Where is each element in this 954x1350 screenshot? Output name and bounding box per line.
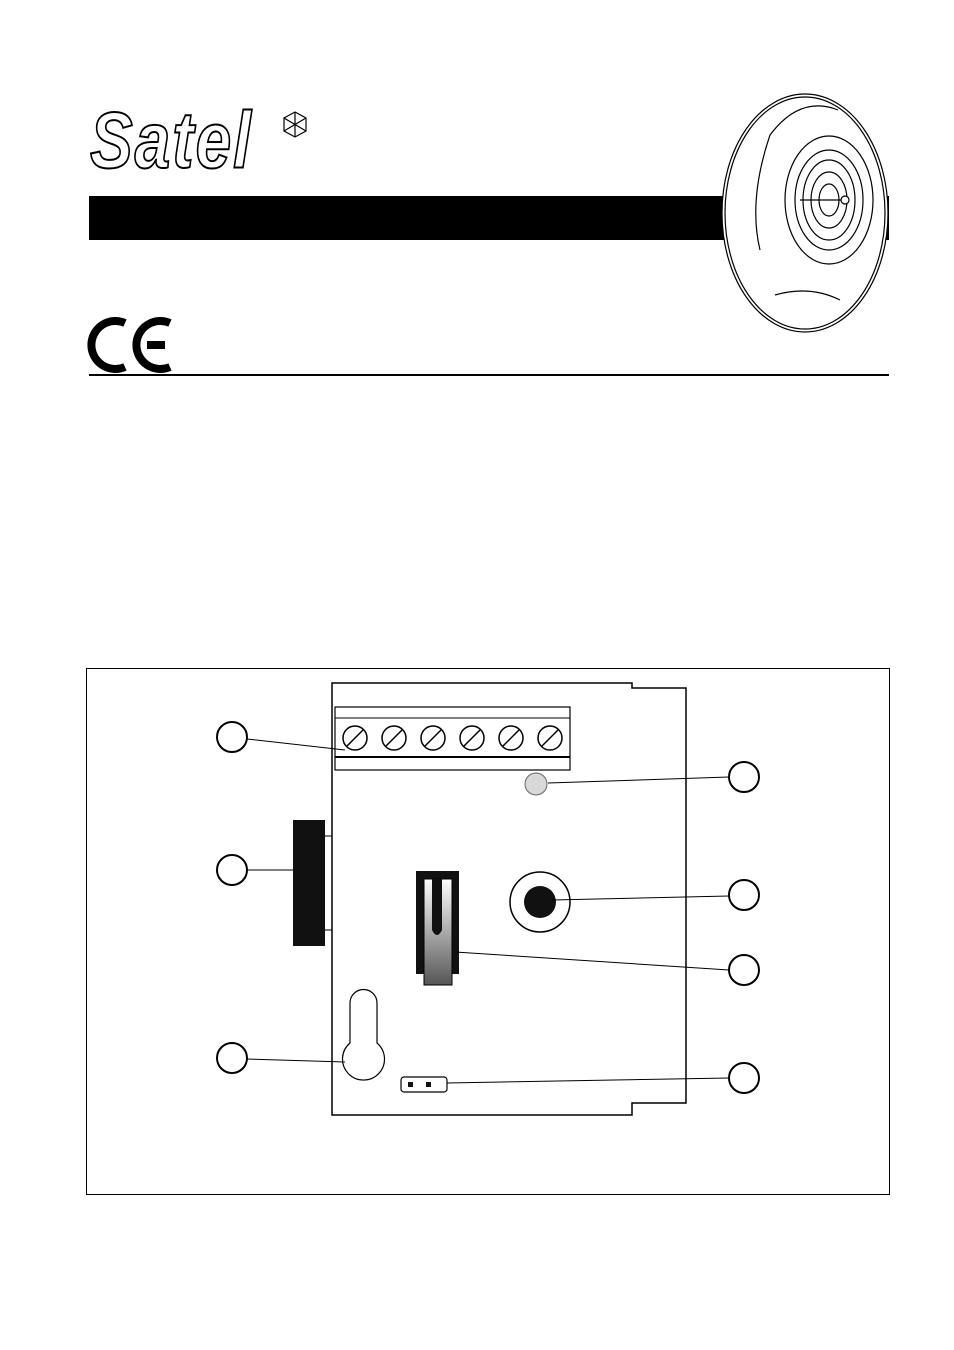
diagram-frame (86, 668, 890, 1195)
jumper (400, 1076, 448, 1093)
callout-circles (216, 721, 760, 1094)
screw-icon (420, 725, 446, 751)
side-connector (293, 820, 325, 946)
terminal-screws (342, 725, 563, 751)
mounting-keyhole (341, 988, 386, 1081)
detector-illustration (721, 93, 889, 333)
terminal-block (334, 706, 571, 771)
logo-wordmark: Satel (90, 96, 253, 185)
circuit-board-diagram (216, 682, 760, 1116)
callout-circle (216, 854, 248, 886)
screw-icon (381, 725, 407, 751)
callout-circle (728, 761, 760, 793)
screw-icon (342, 725, 368, 751)
ce-mark (87, 317, 172, 373)
callout-circle (728, 879, 760, 911)
callout-circle (216, 1042, 248, 1074)
callout-circle (216, 721, 248, 753)
board-outline (331, 682, 687, 1116)
tamper-switch (416, 871, 459, 986)
screw-icon (537, 725, 563, 751)
satel-logo: Satel (89, 95, 307, 186)
screw-icon (498, 725, 524, 751)
buzzer (509, 871, 571, 933)
header-rule (89, 374, 889, 376)
led-indicator (524, 772, 548, 796)
logo-star-icon (283, 111, 307, 138)
callout-circle (728, 954, 760, 986)
callout-leaders (246, 738, 730, 1084)
screw-icon (459, 725, 485, 751)
callout-circle (728, 1062, 760, 1094)
